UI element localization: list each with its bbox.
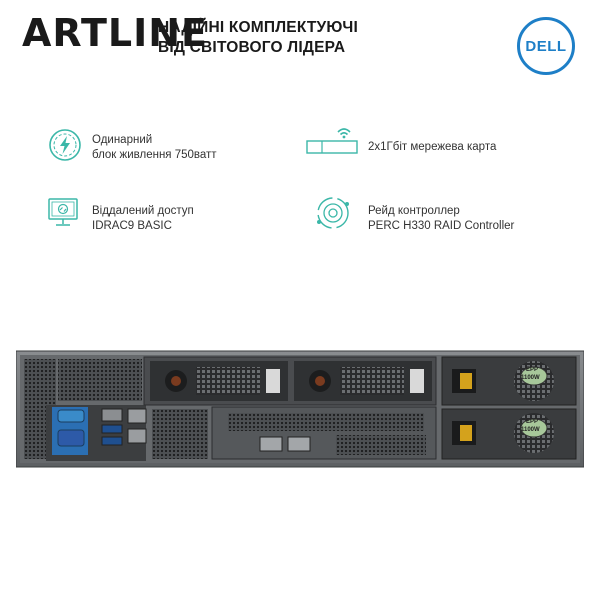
tagline: НАДІЙНІ КОМПЛЕКТУЮЧІ ВІД СВІТОВОГО ЛІДЕР… — [158, 18, 358, 58]
feature-remote: Віддалений доступ IDRAC9 BASIC — [92, 204, 194, 234]
remote-monitor-icon — [46, 196, 80, 235]
artline-logo: ARTLINE — [22, 11, 208, 55]
feature-psu-line-2: блок живлення 750ватт — [92, 149, 217, 161]
power-bolt-icon — [48, 128, 82, 167]
server-rear-panel: EPP 1100W EPP 1100W — [15, 349, 585, 469]
psu-2-label-epp: EPP — [526, 419, 539, 425]
feature-psu-line-1: Одинарний — [92, 134, 153, 146]
psu-1-label-power: 1100W — [521, 375, 540, 381]
feature-raid-line-2: PERC H330 RAID Controller — [368, 220, 515, 232]
feature-remote-line-1: Віддалений доступ — [92, 205, 194, 217]
tagline-line-2: ВІД СВІТОВОГО ЛІДЕРА — [158, 39, 346, 56]
raid-controller-icon — [314, 194, 352, 237]
psu-1-label-epp: EPP — [526, 367, 539, 373]
psu-2-label-power: 1100W — [521, 427, 540, 433]
feature-nic-line-1: 2x1Гбіт мережева карта — [368, 141, 497, 153]
wifi-card-icon — [304, 124, 360, 161]
feature-raid-line-1: Рейд контроллер — [368, 205, 460, 217]
feature-psu: Одинарний блок живлення 750ватт — [92, 133, 217, 163]
feature-raid: Рейд контроллер PERC H330 RAID Controlle… — [368, 204, 514, 234]
feature-nic: 2x1Гбіт мережева карта — [368, 140, 496, 155]
dell-logo: DELL — [517, 17, 575, 75]
tagline-line-1: НАДІЙНІ КОМПЛЕКТУЮЧІ — [158, 19, 358, 36]
dell-logo-text: DELL — [525, 37, 567, 55]
feature-remote-line-2: IDRAC9 BASIC — [92, 220, 172, 232]
